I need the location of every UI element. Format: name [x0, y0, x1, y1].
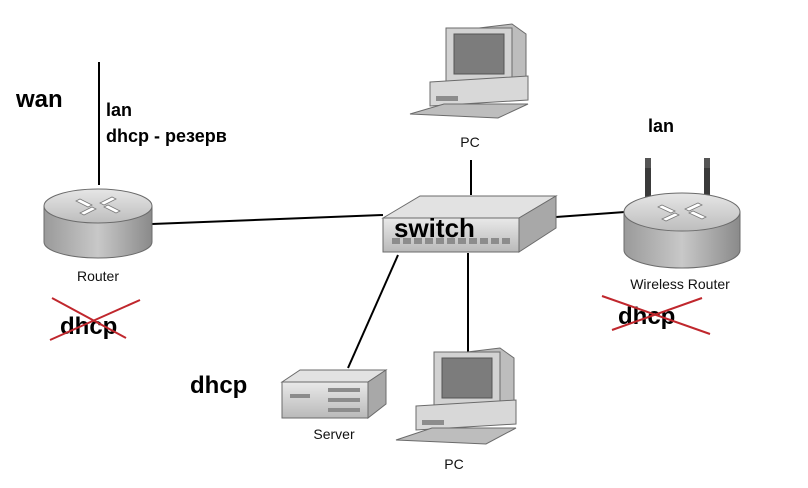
lan-wireless-label: lan [648, 116, 674, 136]
wireless-router-caption: Wireless Router [630, 276, 730, 292]
server-icon [280, 369, 388, 420]
wireless-dhcp-cross-mark [601, 295, 711, 335]
connections [98, 62, 626, 369]
pc-top-icon [409, 23, 529, 119]
switch-icon [381, 195, 558, 253]
wireless-dhcp-crossed-label: dhcp [618, 303, 675, 330]
switch-wireless-link [555, 211, 626, 218]
switch-server-link [347, 254, 399, 369]
pc-bottom-icon [395, 347, 517, 445]
router-dhcp-cross-mark [49, 297, 141, 341]
pc-top-caption: PC [460, 134, 479, 150]
router-icon [43, 188, 153, 259]
wireless-router-icon [623, 158, 741, 269]
dhcp-reserve-label: dhcp - резерв [106, 126, 227, 146]
server-caption: Server [313, 426, 355, 442]
pc-bottom-caption: PC [444, 456, 463, 472]
switch-label: switch [394, 213, 475, 243]
server-dhcp-label: dhcp [190, 372, 247, 399]
wan-label: wan [15, 86, 63, 113]
router-caption: Router [77, 268, 119, 284]
lan-router-label: lan [106, 100, 132, 120]
router-switch-link [151, 214, 384, 225]
